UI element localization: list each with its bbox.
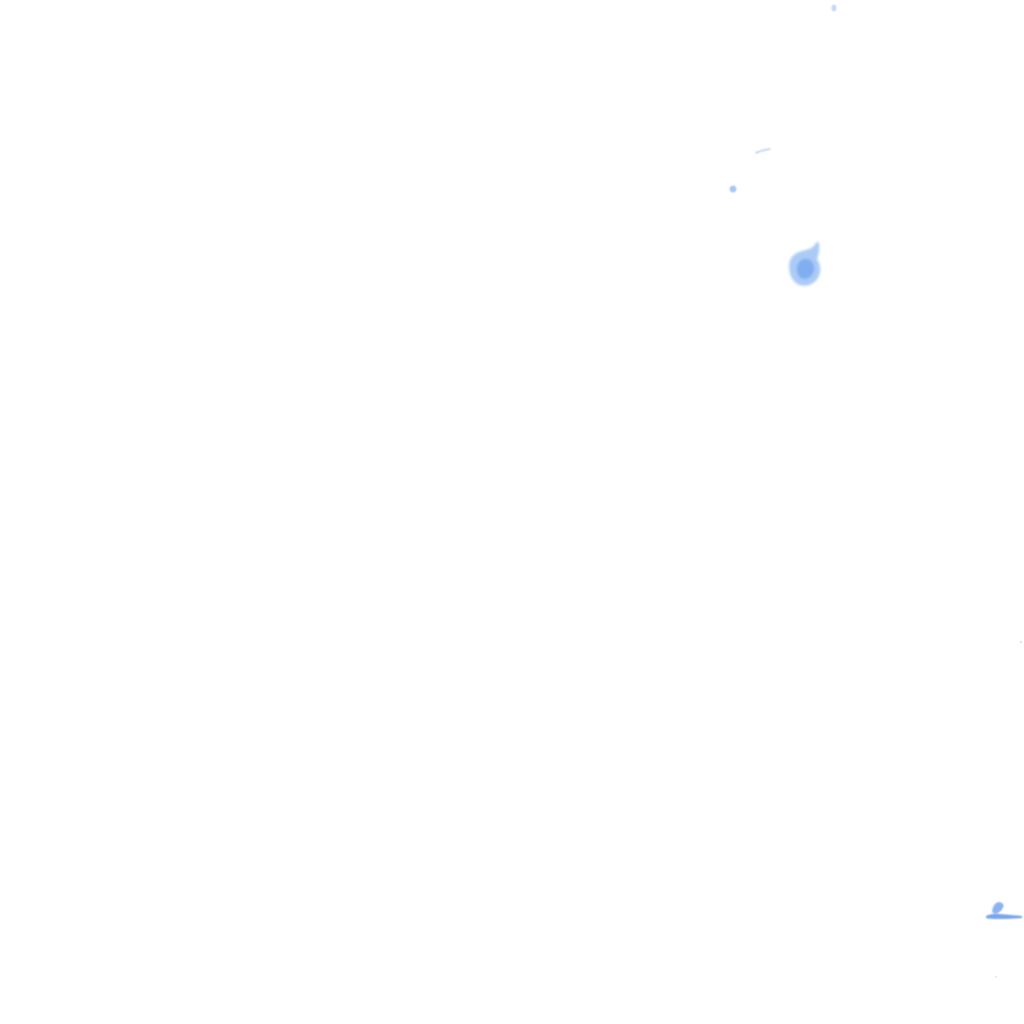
paint-droplet-small bbox=[729, 185, 737, 193]
paint-speck-right bbox=[1019, 640, 1023, 644]
paint-smear-bottom bbox=[986, 902, 1022, 919]
paint-speck-top bbox=[831, 4, 837, 12]
paint-streak bbox=[755, 148, 771, 154]
paint-speck-bottom bbox=[995, 976, 997, 978]
paint-blob-main bbox=[789, 242, 821, 286]
